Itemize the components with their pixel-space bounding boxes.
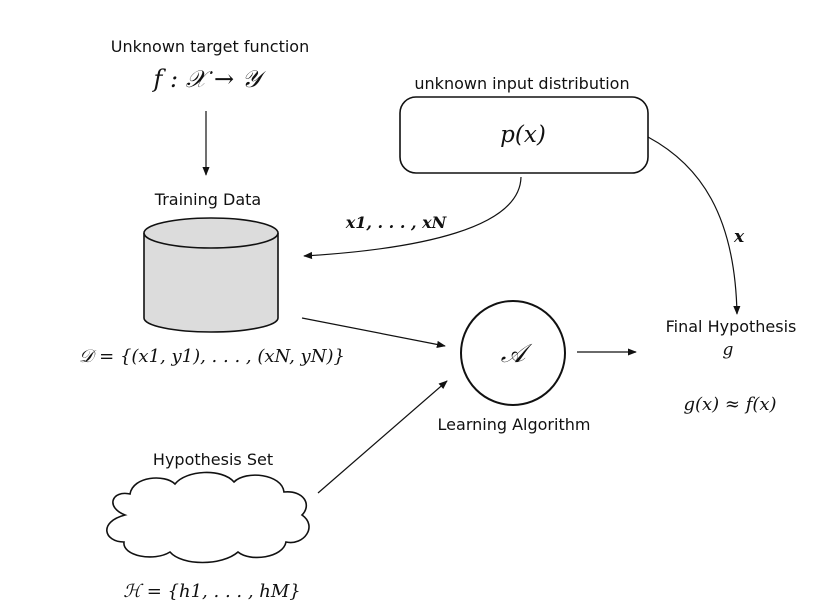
final-hypothesis-title: Final Hypothesis — [665, 317, 797, 336]
arrow-distribution-to-final — [647, 136, 741, 315]
arrow-distribution-to-training — [303, 176, 522, 260]
arrow-training-to-algorithm — [301, 317, 446, 348]
final-hypothesis-symbol: g — [722, 340, 734, 360]
target-function-formula: f : 𝒳 → 𝒴 — [153, 65, 261, 93]
training-data-cylinder — [143, 217, 279, 333]
distribution-title: unknown input distribution — [414, 74, 630, 93]
training-data-title: Training Data — [154, 190, 262, 209]
training-data-formula: 𝒟 = {(x1, y1), . . . , (xN, yN)} — [79, 346, 345, 367]
arrow-hypothesis-to-algorithm — [317, 380, 448, 494]
distribution-formula: p(x) — [500, 122, 546, 148]
hypothesis-set-title: Hypothesis Set — [152, 450, 274, 469]
algorithm-symbol: 𝒜 — [500, 339, 526, 369]
training-samples-label: x1, . . . , xN — [345, 213, 447, 232]
learning-algorithm-circle — [460, 300, 566, 406]
hypothesis-set-cloud — [106, 471, 310, 564]
algorithm-title: Learning Algorithm — [437, 415, 591, 434]
final-input-label: x — [734, 227, 745, 247]
hypothesis-set-formula: ℋ = {h1, . . . , hM} — [123, 581, 301, 602]
distribution-box — [399, 96, 649, 174]
final-approximation: g(x) ≈ f(x) — [683, 394, 777, 415]
target-function-title: Unknown target function — [110, 37, 310, 56]
